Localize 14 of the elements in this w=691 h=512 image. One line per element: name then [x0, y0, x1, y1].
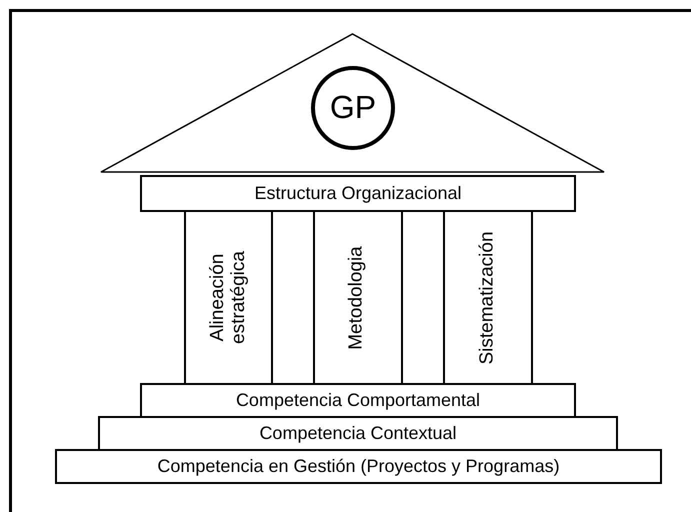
circle-label: GP — [330, 90, 376, 126]
level-label: Competencia Contextual — [259, 424, 457, 444]
level-label: Estructura Organizacional — [254, 184, 462, 204]
level-box — [140, 175, 576, 212]
pillar-label: Metodologia — [346, 246, 366, 350]
level-box — [271, 210, 315, 385]
level-box — [55, 449, 662, 484]
pillar-label: Alineación estratégica — [208, 250, 250, 346]
pillar-label: Sistematización — [476, 230, 498, 364]
level-box — [401, 210, 445, 385]
level-box — [98, 416, 618, 451]
level-box — [140, 383, 576, 418]
level-label: Competencia en Gestión (Proyectos y Programas) — [157, 456, 560, 476]
level-label: Competencia Comportamental — [236, 390, 480, 410]
